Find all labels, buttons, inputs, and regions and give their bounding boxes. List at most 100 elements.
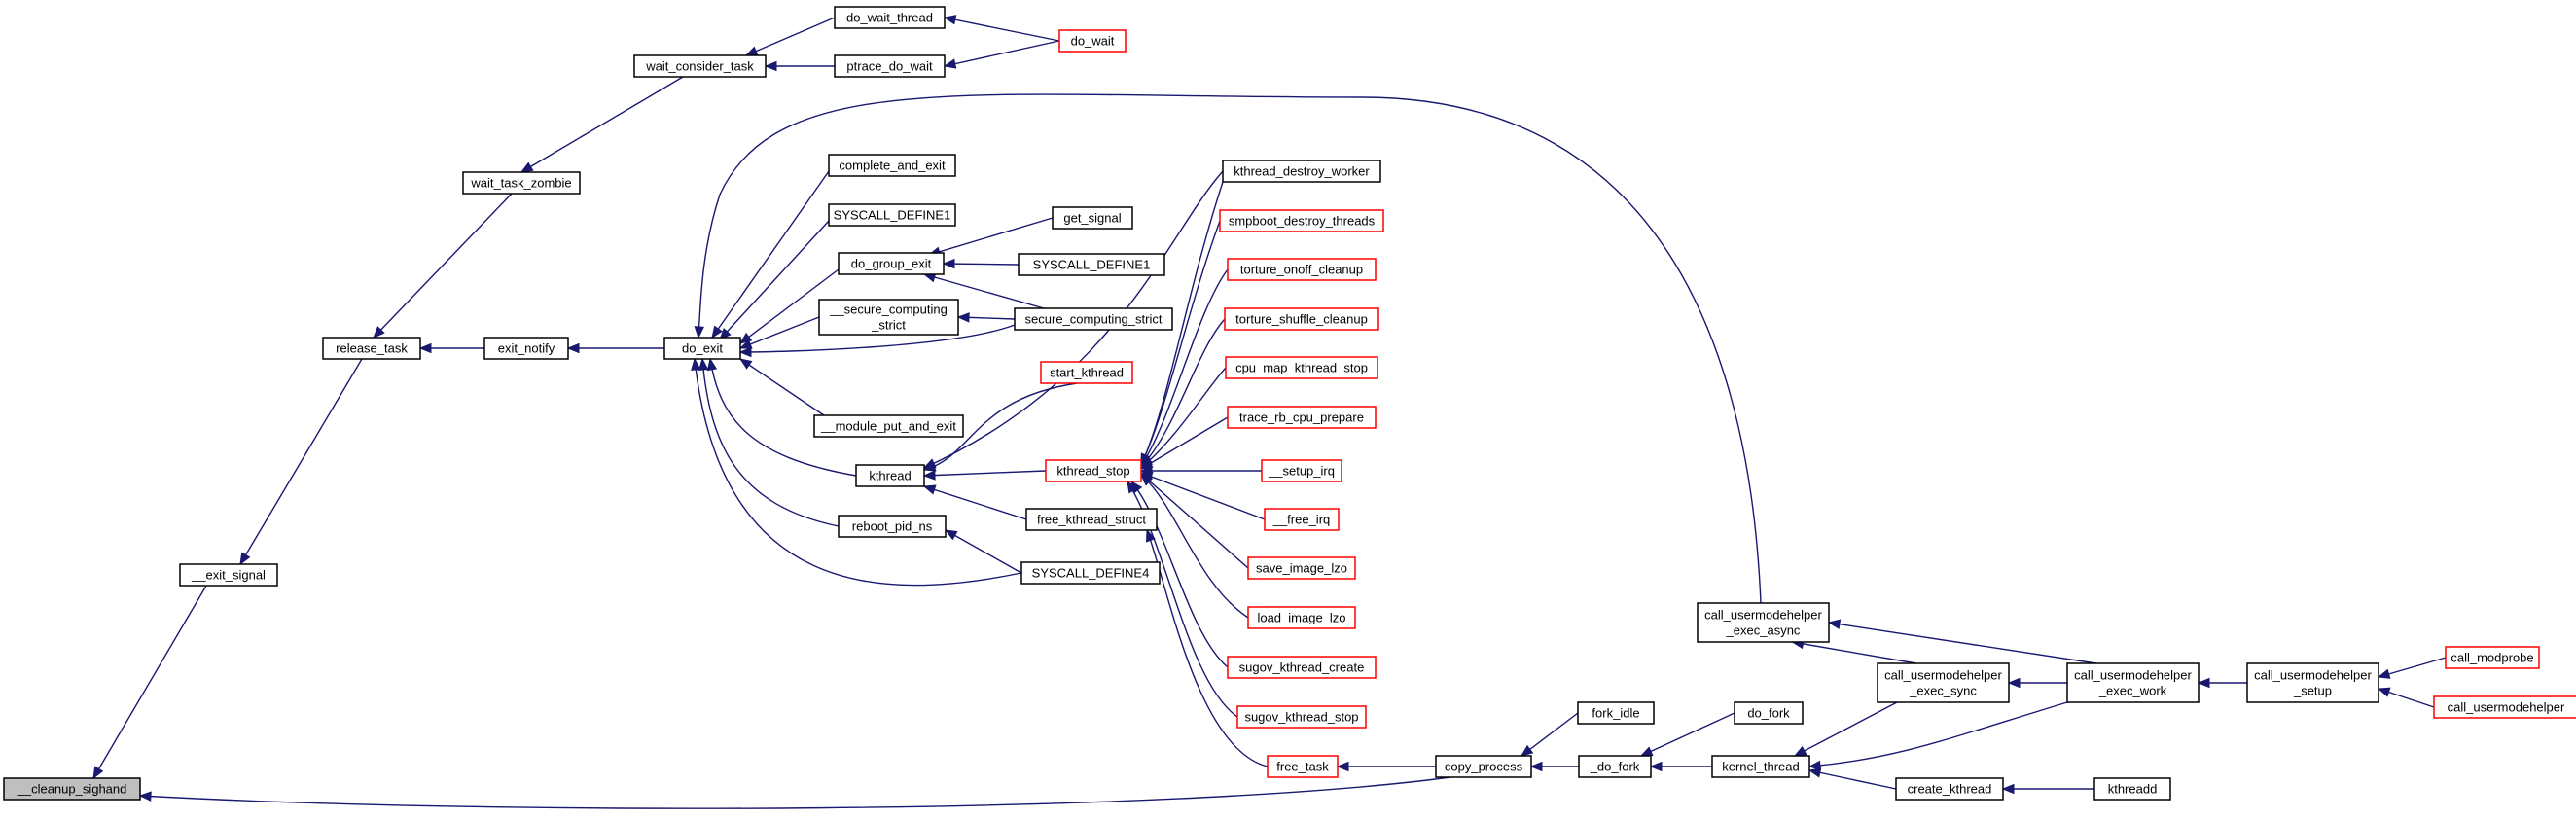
node-label: trace_rb_cpu_prepare — [1239, 410, 1364, 425]
node-label: _setup — [2293, 684, 2332, 698]
edge-torture_onoff_cleanup-to-kthread_stop — [1140, 268, 1229, 468]
node-label: call_usermodehelper — [2254, 668, 2372, 683]
node-label: kthread_destroy_worker — [1234, 164, 1370, 179]
edge-line — [1140, 318, 1226, 468]
node-do-exit[interactable]: do_exit — [663, 337, 741, 360]
node-complete-and-exit[interactable]: complete_and_exit — [828, 154, 956, 177]
node-syscall-define4[interactable]: SYSCALL_DEFINE4 — [1020, 561, 1161, 585]
edge-line — [923, 273, 1045, 309]
node-syscall-define1-b[interactable]: SYSCALL_DEFINE1 — [1018, 253, 1165, 276]
node-call-modprobe[interactable]: call_modprobe — [2445, 646, 2540, 669]
node-box — [1020, 561, 1161, 585]
arrowhead-icon — [744, 46, 759, 56]
node-sugov-kthread-stop[interactable]: sugov_kthread_stop — [1236, 705, 1367, 729]
node-kthread[interactable]: kthread — [855, 464, 925, 487]
arrowhead-icon — [764, 60, 777, 72]
node-umh-exec-work[interactable]: call_usermodehelper_exec_work — [2066, 662, 2200, 703]
arrowhead-icon — [2197, 677, 2210, 689]
edge-setup_irq-to-kthread_stop — [1139, 465, 1262, 477]
edge-line — [139, 776, 1451, 809]
node-cleanup-sighand: __cleanup_sighand — [3, 777, 141, 801]
edge-line — [928, 217, 1054, 256]
edge-secure_computing_strict-to-do_group_exit — [922, 272, 1045, 309]
node-exit-signal[interactable]: __exit_signal — [179, 563, 278, 587]
node-label: complete_and_exit — [839, 159, 946, 173]
node-do-fork[interactable]: do_fork — [1734, 701, 1804, 725]
node-label: release_task — [336, 341, 408, 356]
edge-syscall_define1_a-to-do_exit — [719, 220, 830, 340]
node-label: SYSCALL_DEFINE4 — [1032, 566, 1150, 581]
edge-do_fork-to-do_fork_inner — [1639, 712, 1735, 757]
edge-secure_computing_strict-to-secure_computing_strict_inner — [956, 312, 1016, 323]
node-release-task[interactable]: release_task — [322, 337, 421, 360]
edge-kthread_stop-to-kthread — [922, 470, 1047, 481]
node-torture-onoff-cleanup[interactable]: torture_onoff_cleanup — [1227, 258, 1377, 281]
edge-copy_process-to-free_task — [1336, 761, 1436, 772]
node-do-fork-inner[interactable]: _do_fork — [1578, 755, 1652, 778]
edge-line — [239, 358, 363, 565]
node-save-image-lzo[interactable]: save_image_lzo — [1247, 556, 1356, 580]
node-sugov-kthread-create[interactable]: sugov_kthread_create — [1227, 656, 1377, 679]
edge-copy_process-to-cleanup_sighand — [138, 776, 1451, 809]
node-do-wait[interactable]: do_wait — [1058, 29, 1127, 53]
node-label: free_task — [1276, 760, 1329, 774]
edge-line — [1140, 268, 1229, 467]
node-secure-computing-strict[interactable]: secure_computing_strict — [1014, 307, 1173, 331]
edge-do_wait-to-ptrace_do_wait — [943, 40, 1060, 69]
node-kthread-stop[interactable]: kthread_stop — [1045, 459, 1142, 482]
node-label: kthread_stop — [1056, 464, 1129, 479]
node-label: sugov_kthread_create — [1239, 660, 1365, 675]
node-box — [1711, 755, 1810, 778]
node-wait-consider-task[interactable]: wait_consider_task — [633, 54, 767, 78]
node-kthread-destroy-worker[interactable]: kthread_destroy_worker — [1222, 160, 1381, 183]
node-free-task[interactable]: free_task — [1267, 755, 1339, 778]
node-fork-idle[interactable]: fork_idle — [1577, 701, 1655, 725]
arrowhead-icon — [2377, 668, 2391, 679]
node-free-kthread-struct[interactable]: free_kthread_struct — [1025, 508, 1158, 531]
node-umh-exec-sync[interactable]: call_usermodehelper_exec_sync — [1877, 662, 2010, 703]
node-trace-rb-cpu-prepare[interactable]: trace_rb_cpu_prepare — [1227, 406, 1377, 429]
node-label: __free_irq — [1272, 513, 1331, 527]
node-torture-shuffle-cleanup[interactable]: torture_shuffle_cleanup — [1224, 307, 1379, 331]
edge-line — [2378, 657, 2447, 678]
node-start-kthread[interactable]: start_kthread — [1040, 361, 1133, 384]
node-umh-exec-async[interactable]: call_usermodehelper_exec_async — [1697, 602, 1830, 643]
node-copy-process[interactable]: copy_process — [1435, 755, 1532, 778]
edge-umh_exec_sync-to-kernel_thread — [1793, 701, 1898, 757]
edge-line — [739, 358, 825, 416]
node-syscall-define1-a[interactable]: SYSCALL_DEFINE1 — [828, 203, 956, 227]
node-ptrace-do-wait[interactable]: ptrace_do_wait — [834, 54, 946, 78]
node-module-put-and-exit[interactable]: __module_put_and_exit — [813, 414, 964, 438]
node-box — [1045, 459, 1142, 482]
node-label: do_group_exit — [851, 257, 932, 271]
node-kernel-thread[interactable]: kernel_thread — [1711, 755, 1810, 778]
edge-kthread-to-do_exit — [706, 357, 857, 477]
edge-cpu_map_kthread_stop-to-kthread_stop — [1140, 367, 1227, 469]
node-do-group-exit[interactable]: do_group_exit — [838, 252, 945, 275]
node-get-signal[interactable]: get_signal — [1052, 206, 1133, 230]
node-label: _exec_async — [1726, 624, 1801, 638]
node-exit-notify[interactable]: exit_notify — [483, 337, 569, 360]
edge-line — [1808, 769, 1897, 790]
edge-line — [1140, 220, 1221, 466]
node-create-kthread[interactable]: create_kthread — [1895, 777, 2004, 801]
node-wait-task-zombie[interactable]: wait_task_zombie — [462, 171, 581, 195]
node-secure-computing-strict-inner[interactable]: __secure_computing_strict — [818, 299, 959, 336]
node-call-usermodehelper[interactable]: call_usermodehelper — [2433, 695, 2576, 719]
edge-line — [709, 358, 857, 477]
node-label: torture_shuffle_cleanup — [1235, 312, 1368, 327]
node-kthreadd[interactable]: kthreadd — [2093, 777, 2171, 801]
node-free-irq[interactable]: __free_irq — [1264, 508, 1340, 531]
node-reboot-pid-ns[interactable]: reboot_pid_ns — [838, 515, 947, 538]
node-cpu-map-kthread-stop[interactable]: cpu_map_kthread_stop — [1225, 356, 1378, 379]
node-setup-irq[interactable]: __setup_irq — [1261, 459, 1342, 482]
node-box — [1025, 508, 1158, 531]
edge-line — [923, 470, 1047, 477]
node-load-image-lzo[interactable]: load_image_lzo — [1247, 606, 1356, 629]
edge-line — [1140, 416, 1229, 470]
node-box — [3, 777, 141, 801]
node-umh-setup[interactable]: call_usermodehelper_setup — [2246, 662, 2379, 703]
node-smpboot-destroy-threads[interactable]: smpboot_destroy_threads — [1219, 209, 1384, 232]
node-do-wait-thread[interactable]: do_wait_thread — [834, 6, 946, 29]
